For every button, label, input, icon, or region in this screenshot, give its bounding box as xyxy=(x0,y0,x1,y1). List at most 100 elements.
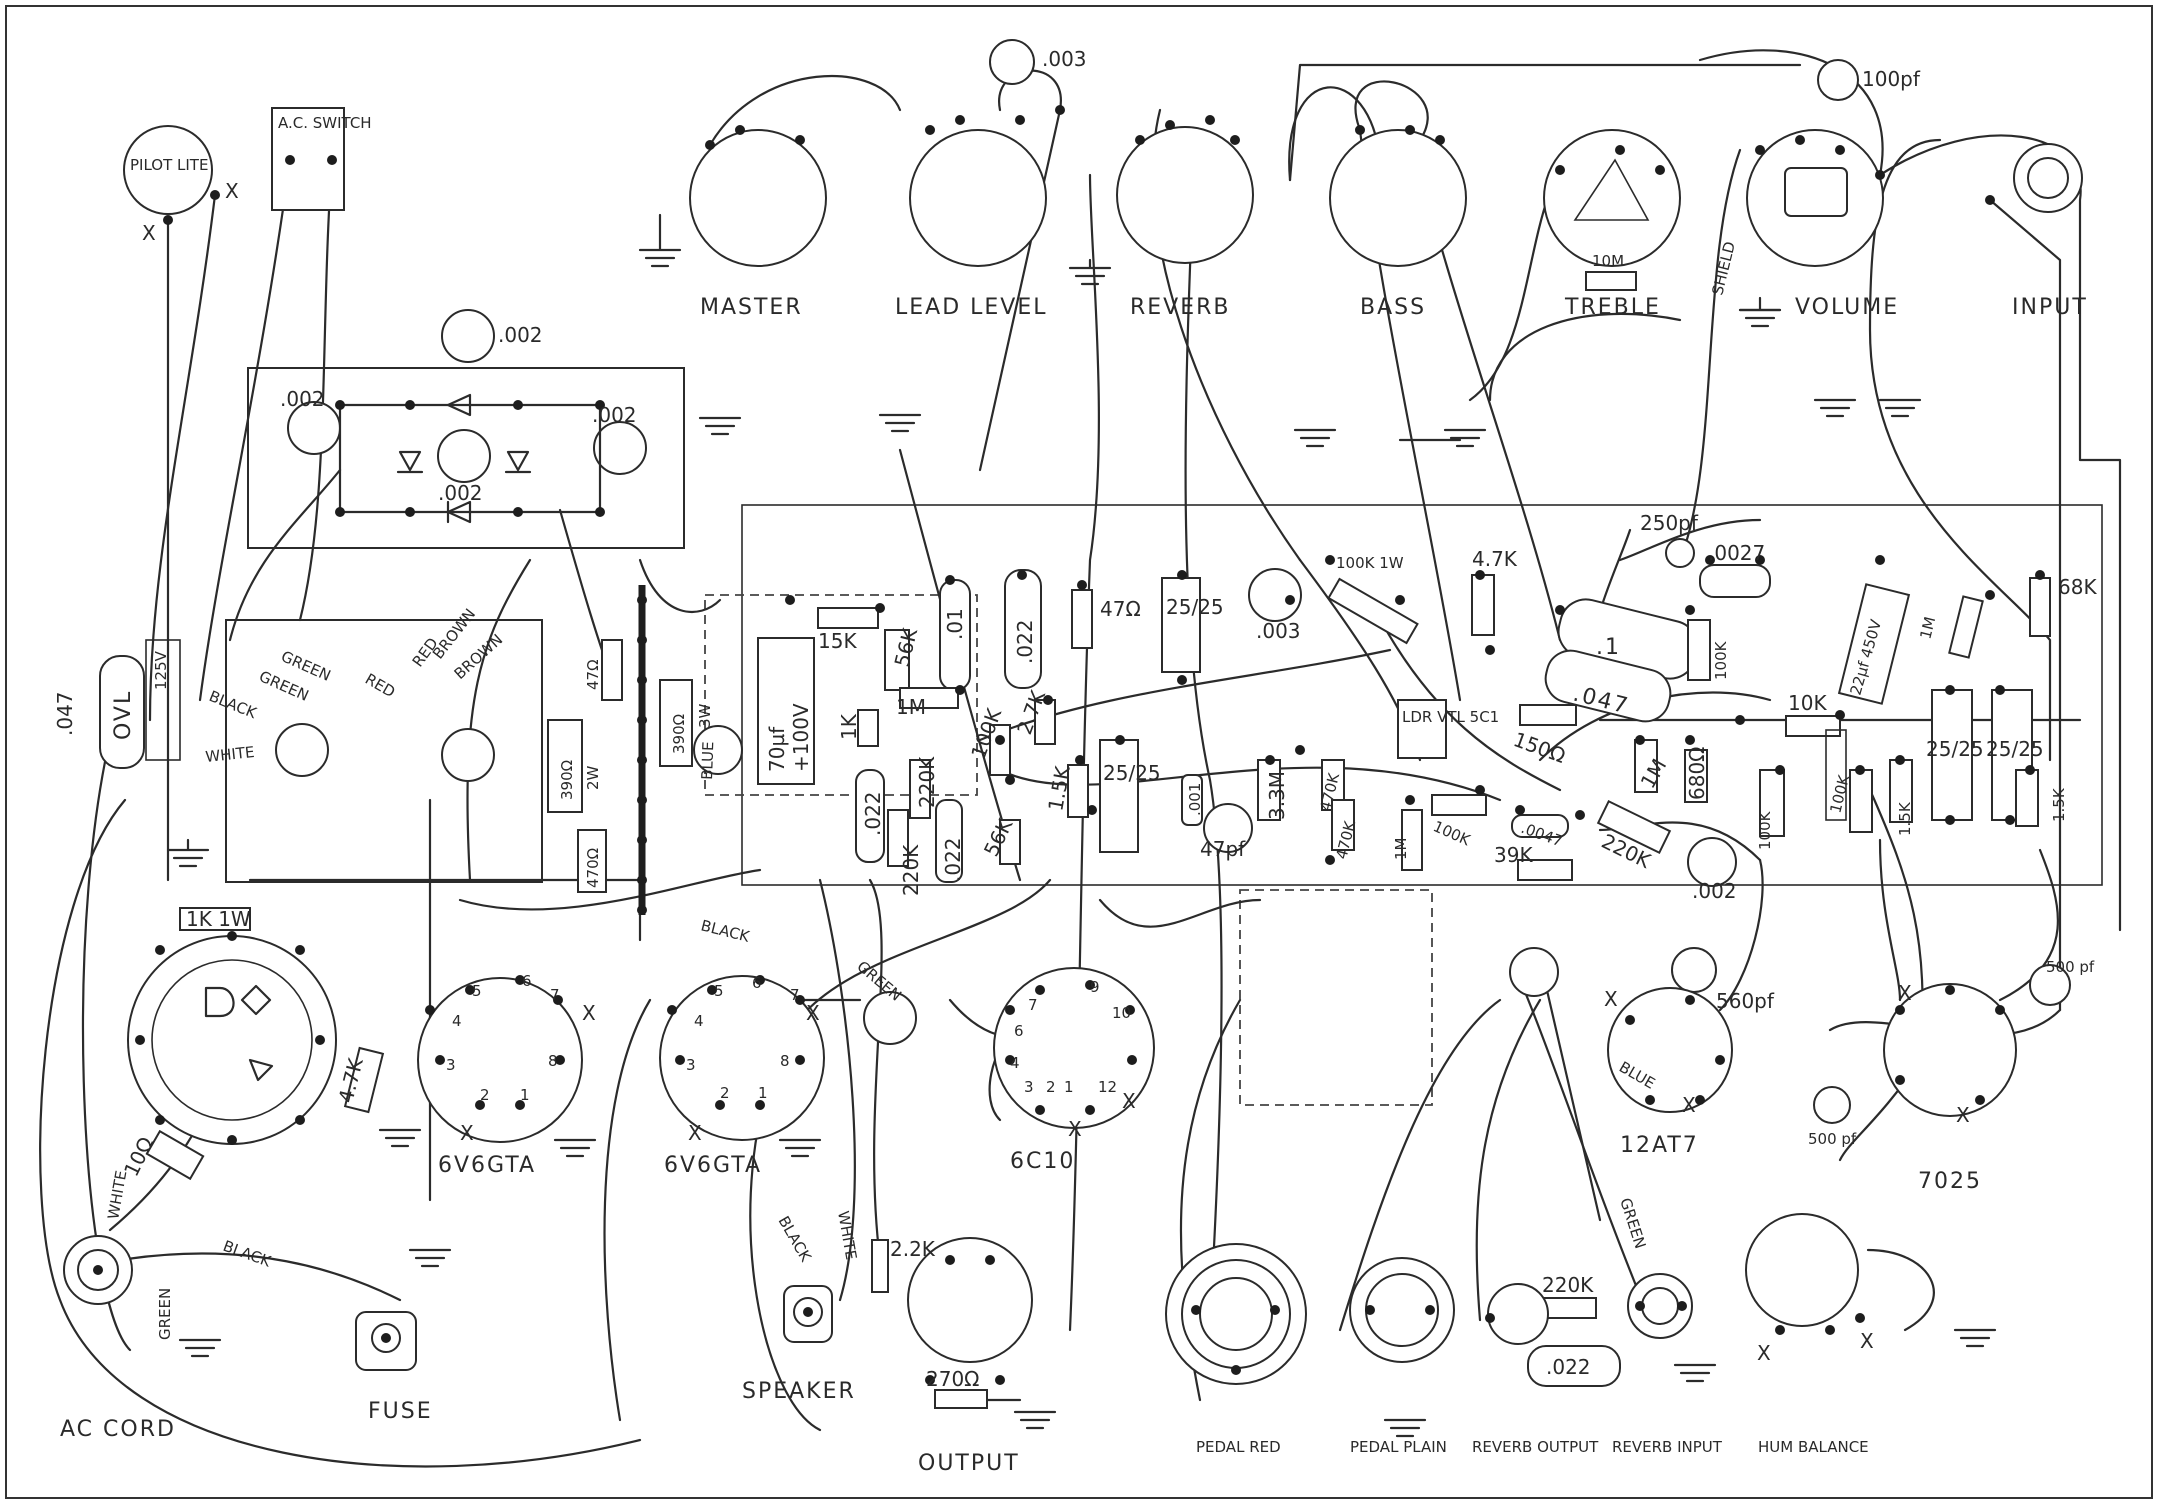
solder-point xyxy=(1835,145,1845,155)
label-volume: VOLUME xyxy=(1795,295,1899,320)
rectifier-socket-inner xyxy=(151,959,313,1121)
ground-symbol xyxy=(1878,398,1922,418)
x-mark: X xyxy=(582,1001,596,1025)
value-ldr: LDR VTL 5C1 xyxy=(1402,708,1499,726)
pin-label: 4 xyxy=(452,1012,462,1030)
solder-point xyxy=(2005,815,2015,825)
value-15k-c: 1.5K xyxy=(1896,801,1914,836)
cap-250pf xyxy=(1665,538,1695,568)
value-022-c: .022 xyxy=(1013,619,1037,664)
wire-label-shield: SHIELD xyxy=(1708,240,1739,297)
green-lead xyxy=(863,991,917,1045)
solder-point xyxy=(1355,125,1365,135)
value-47k: 4.7K xyxy=(1472,547,1518,571)
treble-pot[interactable] xyxy=(1543,129,1681,267)
cap-003-mid xyxy=(1248,568,1302,622)
diode xyxy=(396,450,424,474)
res-150-ohm xyxy=(1519,704,1577,726)
label-tube-6v6gta-left: 6V6GTA xyxy=(438,1153,536,1178)
solder-point xyxy=(1177,570,1187,580)
solder-point xyxy=(295,945,305,955)
solder-point xyxy=(1485,645,1495,655)
rectifier-socket[interactable] xyxy=(127,935,337,1145)
cap-500pf-a xyxy=(2029,964,2071,1006)
solder-point xyxy=(1127,1055,1137,1065)
value-3w: 3W xyxy=(696,703,714,728)
solder-point xyxy=(985,1255,995,1265)
ground-symbol xyxy=(166,838,210,868)
pin-label: 2 xyxy=(720,1084,730,1102)
solder-point xyxy=(155,1115,165,1125)
solder-point xyxy=(595,400,605,410)
solder-point xyxy=(945,1255,955,1265)
solder-point xyxy=(755,975,765,985)
solder-point xyxy=(315,1035,325,1045)
bass-pot[interactable] xyxy=(1329,129,1467,267)
res-470-ohm xyxy=(577,829,607,893)
wire-label-black: BLACK xyxy=(221,1237,275,1271)
value-390-a: 390Ω xyxy=(558,760,576,800)
value-15k-d: 1.5K xyxy=(2050,787,2068,822)
solder-point xyxy=(1475,570,1485,580)
label-pedal-plain: PEDAL PLAIN xyxy=(1350,1438,1447,1456)
solder-point xyxy=(285,155,295,165)
pin-label: 2 xyxy=(480,1086,490,1104)
solder-point xyxy=(227,931,237,941)
hum-balance-pot[interactable] xyxy=(1745,1213,1859,1327)
solder-point xyxy=(435,1055,445,1065)
tube-socket-6v6gta-left[interactable] xyxy=(417,977,583,1143)
solder-point xyxy=(1405,125,1415,135)
tube-socket-6v6gta-right[interactable] xyxy=(659,975,825,1141)
value-500pf-b: 500 pf xyxy=(1808,1130,1857,1148)
reverb-pot[interactable] xyxy=(1116,126,1254,264)
output-pot[interactable] xyxy=(907,1237,1033,1363)
value-22k: 2.2K xyxy=(890,1237,936,1261)
pin-label: 3 xyxy=(686,1056,696,1074)
value-1m-a: 1M xyxy=(896,695,926,719)
x-mark: X xyxy=(688,1121,702,1145)
value-1m-d: 1M xyxy=(1916,615,1939,641)
res-220k-c xyxy=(1596,799,1672,855)
ground-symbol xyxy=(1013,1410,1057,1430)
solder-point xyxy=(1895,1005,1905,1015)
res-100k-a xyxy=(989,724,1011,776)
ground-symbol xyxy=(638,213,682,268)
pin-label: 4 xyxy=(1010,1054,1020,1072)
disc-caps xyxy=(275,39,2071,1124)
value-003-mid: .003 xyxy=(1256,619,1301,643)
lead-level-pot[interactable] xyxy=(909,129,1047,267)
label-fuse: FUSE xyxy=(368,1399,433,1424)
pin-label: 5 xyxy=(472,982,482,1000)
tube-socket-12at7[interactable] xyxy=(1607,987,1733,1113)
x-mark: X xyxy=(1898,981,1912,1005)
solder-point xyxy=(795,135,805,145)
tube-socket-7025[interactable] xyxy=(1883,983,2017,1117)
value-125v: 125V xyxy=(152,650,170,690)
value-047-left: .047 xyxy=(53,691,77,736)
value-022-b: .022 xyxy=(941,837,965,882)
trans-lead-b xyxy=(441,728,495,782)
solder-point xyxy=(425,1005,435,1015)
value-0027: .0027 xyxy=(1708,541,1765,565)
master-pot[interactable] xyxy=(689,129,827,267)
solder-point xyxy=(1005,775,1015,785)
cap-70uf xyxy=(757,637,815,785)
ground-symbol xyxy=(178,1338,222,1358)
solder-point xyxy=(595,507,605,517)
value-47-ohm-b: 47Ω xyxy=(1100,597,1141,621)
value-100k-d: 100K xyxy=(1756,810,1774,850)
ground-symbol xyxy=(778,1138,822,1158)
ac-switch[interactable] xyxy=(271,107,345,211)
solder-point xyxy=(1405,795,1415,805)
solder-point xyxy=(675,1055,685,1065)
reverb-output-jack[interactable] xyxy=(1487,1283,1549,1345)
ground-symbol xyxy=(1443,428,1487,448)
res-15k xyxy=(817,607,879,629)
solder-point xyxy=(1677,1301,1687,1311)
solder-point xyxy=(2035,570,2045,580)
tube-socket-6c10[interactable] xyxy=(993,967,1155,1129)
value-10k: 10K xyxy=(1788,691,1827,715)
res-220k-b xyxy=(909,759,931,819)
solder-point xyxy=(707,985,717,995)
ground-symbol xyxy=(1813,398,1857,418)
